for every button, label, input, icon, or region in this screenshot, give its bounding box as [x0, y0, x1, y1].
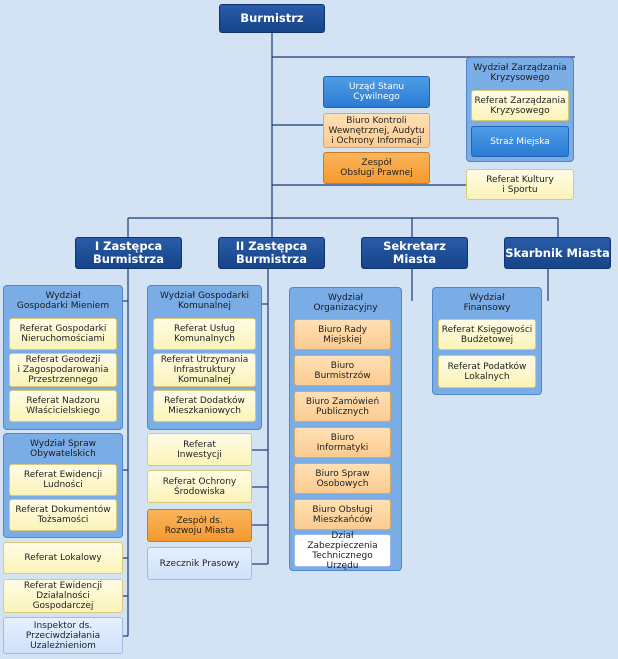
sekretarz-miasta-box[interactable]: Sekretarz Miasta	[361, 237, 468, 269]
referat-utrzymania-infrastruktury[interactable]: Referat Utrzymania Infrastruktury Komuna…	[153, 353, 256, 387]
rzecznik-prasowy-box[interactable]: Rzecznik Prasowy	[147, 547, 252, 580]
referat-inwestycji-box[interactable]: Referat Inwestycji	[147, 433, 252, 466]
skarbnik-miasta-box[interactable]: Skarbnik Miasta	[504, 237, 611, 269]
biuro-spraw-osobowych[interactable]: Biuro Spraw Osobowych	[294, 463, 391, 494]
referat-ewidencji-dzialalnosci-box[interactable]: Referat Ewidencji Działalności Gospodarc…	[3, 579, 123, 613]
zespol-rozwoju-miasta-box[interactable]: Zespół ds. Rozwoju Miasta	[147, 509, 252, 542]
referat-uslug-komunalnych[interactable]: Referat Usług Komunalnych	[153, 318, 256, 350]
zespol-obslugi-prawnej-box[interactable]: Zespół Obsługi Prawnej	[323, 152, 430, 184]
referat-zarzadzania-kryzysowego-box[interactable]: Referat Zarządzania Kryzysowego	[471, 90, 569, 121]
referat-ochrony-srodowiska-box[interactable]: Referat Ochrony Środowiska	[147, 470, 252, 503]
biuro-rady-miejskiej[interactable]: Biuro Rady Miejskiej	[294, 319, 391, 350]
referat-geodezji[interactable]: Referat Geodezji i Zagospodarowania Prze…	[9, 353, 117, 387]
biuro-obslugi-mieszkancow[interactable]: Biuro Obsługi Mieszkańców	[294, 499, 391, 530]
dzial-zabezpieczenia-technicznego[interactable]: Dział Zabezpieczenia Technicznego Urzędu	[294, 531, 391, 571]
wydzial-kryzysowego-title: Wydział Zarządzania Kryzysowego	[473, 63, 567, 83]
wydzial-spraw-title: Wydział Spraw Obywatelskich	[30, 439, 96, 459]
i-zastepca-box[interactable]: I Zastępca Burmistrza	[75, 237, 182, 269]
urzad-stanu-cywilnego-box[interactable]: Urząd Stanu Cywilnego	[323, 76, 430, 108]
referat-ksiegowosci-budzetowej[interactable]: Referat Księgowości Budżetowej	[438, 319, 536, 350]
ii-zastepca-box[interactable]: II Zastępca Burmistrza	[218, 237, 325, 269]
biuro-informatyki[interactable]: Biuro Informatyki	[294, 427, 391, 458]
inspektor-uzaleznienia-box[interactable]: Inspektor ds. Przeciwdziałania Uzależnie…	[3, 617, 123, 654]
referat-podatkow-lokalnych[interactable]: Referat Podatków Lokalnych	[438, 355, 536, 388]
biuro-zamowien-publicznych[interactable]: Biuro Zamówień Publicznych	[294, 391, 391, 422]
straz-miejska-box[interactable]: Straż Miejska	[471, 126, 569, 157]
biuro-burmistrzow[interactable]: Biuro Burmistrzów	[294, 355, 391, 386]
biuro-kontroli-box[interactable]: Biuro Kontroli Wewnętrznej, Audytu i Och…	[323, 113, 430, 148]
wydzial-finansowy-title: Wydział Finansowy	[463, 293, 511, 313]
referat-dodatkow-mieszkaniowych[interactable]: Referat Dodatków Mieszkaniowych	[153, 390, 256, 422]
referat-gospodarki-nieruchomosciami[interactable]: Referat Gospodarki Nieruchomościami	[9, 318, 117, 350]
burmistrz-box[interactable]: Burmistrz	[219, 4, 325, 33]
referat-dokumentow-tozsamosci[interactable]: Referat Dokumentów Tożsamości	[9, 499, 117, 531]
referat-nadzoru-wlascicielskiego[interactable]: Referat Nadzoru Właścicielskiego	[9, 390, 117, 422]
referat-ewidencji-ludnosci[interactable]: Referat Ewidencji Ludności	[9, 464, 117, 496]
referat-lokalowy-box[interactable]: Referat Lokalowy	[3, 542, 123, 574]
referat-kultury-box[interactable]: Referat Kultury i Sportu	[466, 169, 574, 200]
wydzial-komunalnej-title: Wydział Gospodarki Komunalnej	[160, 291, 249, 311]
wydzial-mienie-title: Wydział Gospodarki Mieniem	[16, 291, 110, 311]
wydzial-organizacyjny-title: Wydział Organizacyjny	[313, 293, 378, 313]
